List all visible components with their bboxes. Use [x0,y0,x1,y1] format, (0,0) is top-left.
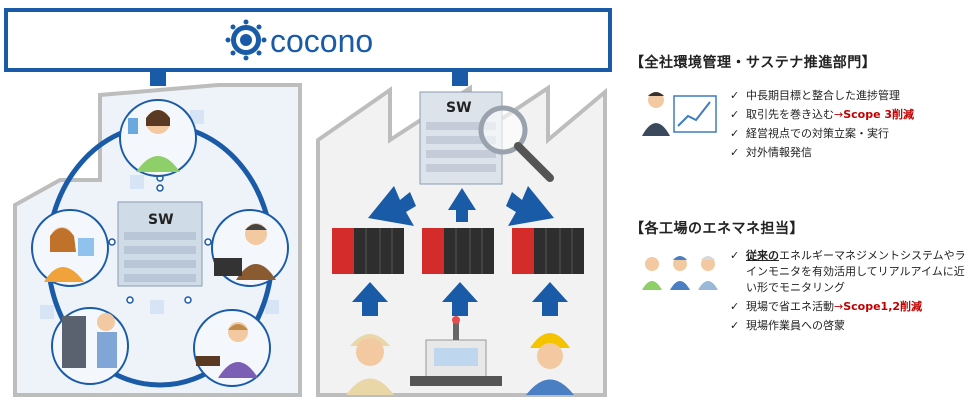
panel-factory-title: 【各工場のエネマネ担当】 [630,221,804,237]
list-item: ✓対外情報発信 [730,145,812,159]
panel-hq-title: 【全社環境管理・サステナ推進部門】 [630,55,877,71]
brand-name: cocono [270,23,373,59]
person-left [31,209,109,287]
plc-unit-1 [332,228,404,274]
person-bottom-right [193,309,271,387]
panel-factory-list: ✓従来のエネルギーマネジメントシステムやラインモニタを有効活用してリアルアイムに… [730,248,970,337]
sw-server-left: SW [117,201,203,287]
list-item: ✓現場作業員への啓蒙 [730,318,845,332]
list-item: ✓従来のエネルギーマネジメントシステムやラインモニタを有効活用してリアルアイムに… [730,249,966,294]
factory-staff-icon [642,256,718,290]
plc-unit-2 [422,228,494,274]
factory-worker-left [346,334,394,395]
cocono-logo-icon [225,19,267,61]
list-item: ✓中長期目標と整合した進捗管理 [730,89,900,102]
manager-with-chart-icon [642,92,717,136]
person-top [119,99,197,177]
list-item: ✓経営視点での対策立案・実行 [730,126,889,140]
magnifier-icon [478,105,554,182]
plc-unit-3 [512,228,584,274]
panel-hq-list: ✓中長期目標と整合した進捗管理 ✓取引先を巻き込む→Scope 3削減 ✓経営視… [730,88,970,164]
person-bottom-left [51,307,129,385]
factory-worker-right [526,333,574,395]
arrows-to-sw [368,186,554,226]
list-item: ✓現場で省エネ活動→Scope1,2削減 [730,299,923,313]
diagram: cocono SW [4,8,612,397]
person-right [211,209,289,287]
list-item: ✓取引先を巻き込む→Scope 3削減 [730,107,915,121]
svg-text:SW: SW [148,212,174,228]
arrows-to-plc [352,282,568,316]
panel-hq: 【全社環境管理・サステナ推進部門】 ✓中長期目標と整合した進捗管理 ✓取引先を巻… [630,52,970,182]
header-bar [4,8,612,72]
production-machine-icon [410,316,502,386]
panel-factory: 【各工場のエネマネ担当】 ✓従来のエネルギーマネジメントシステムやラインモニタを… [630,218,970,368]
svg-text:SW: SW [446,100,472,116]
